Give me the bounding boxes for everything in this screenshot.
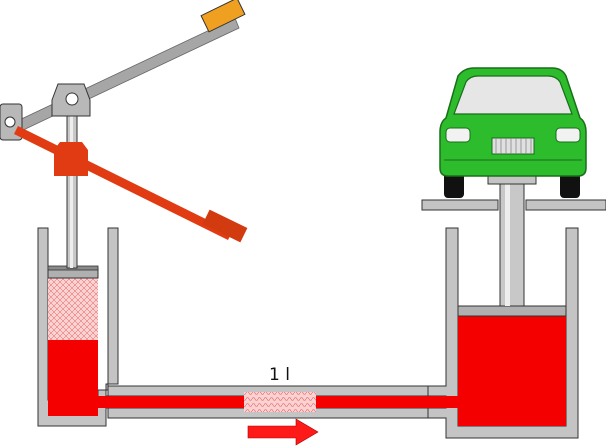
car-grille xyxy=(491,137,535,155)
lever-down-icon xyxy=(14,126,248,243)
left-fluid-displaced xyxy=(48,278,98,340)
lever-handle xyxy=(200,0,246,33)
lift-platform-right xyxy=(525,199,606,211)
large-piston-rod xyxy=(499,179,525,307)
car-wheel-left xyxy=(444,170,464,198)
flow-arrow-icon xyxy=(247,418,319,446)
large-piston xyxy=(457,305,567,317)
lift-platform-left xyxy=(421,199,499,211)
pipe-fluid-volume xyxy=(244,392,316,412)
car-headlight-right xyxy=(555,127,581,143)
right-fluid xyxy=(458,316,566,426)
car-windshield xyxy=(453,75,573,115)
connecting-pipe: 1 l xyxy=(107,365,449,419)
lever-icon xyxy=(0,0,246,141)
lever-down-joint xyxy=(54,142,88,176)
volume-label: 1 l xyxy=(269,365,290,385)
left-fluid xyxy=(48,340,128,412)
right-cylinder xyxy=(421,175,606,439)
car-headlight-left xyxy=(445,127,471,143)
car-wheel-right xyxy=(560,170,580,198)
car-icon xyxy=(439,67,587,198)
